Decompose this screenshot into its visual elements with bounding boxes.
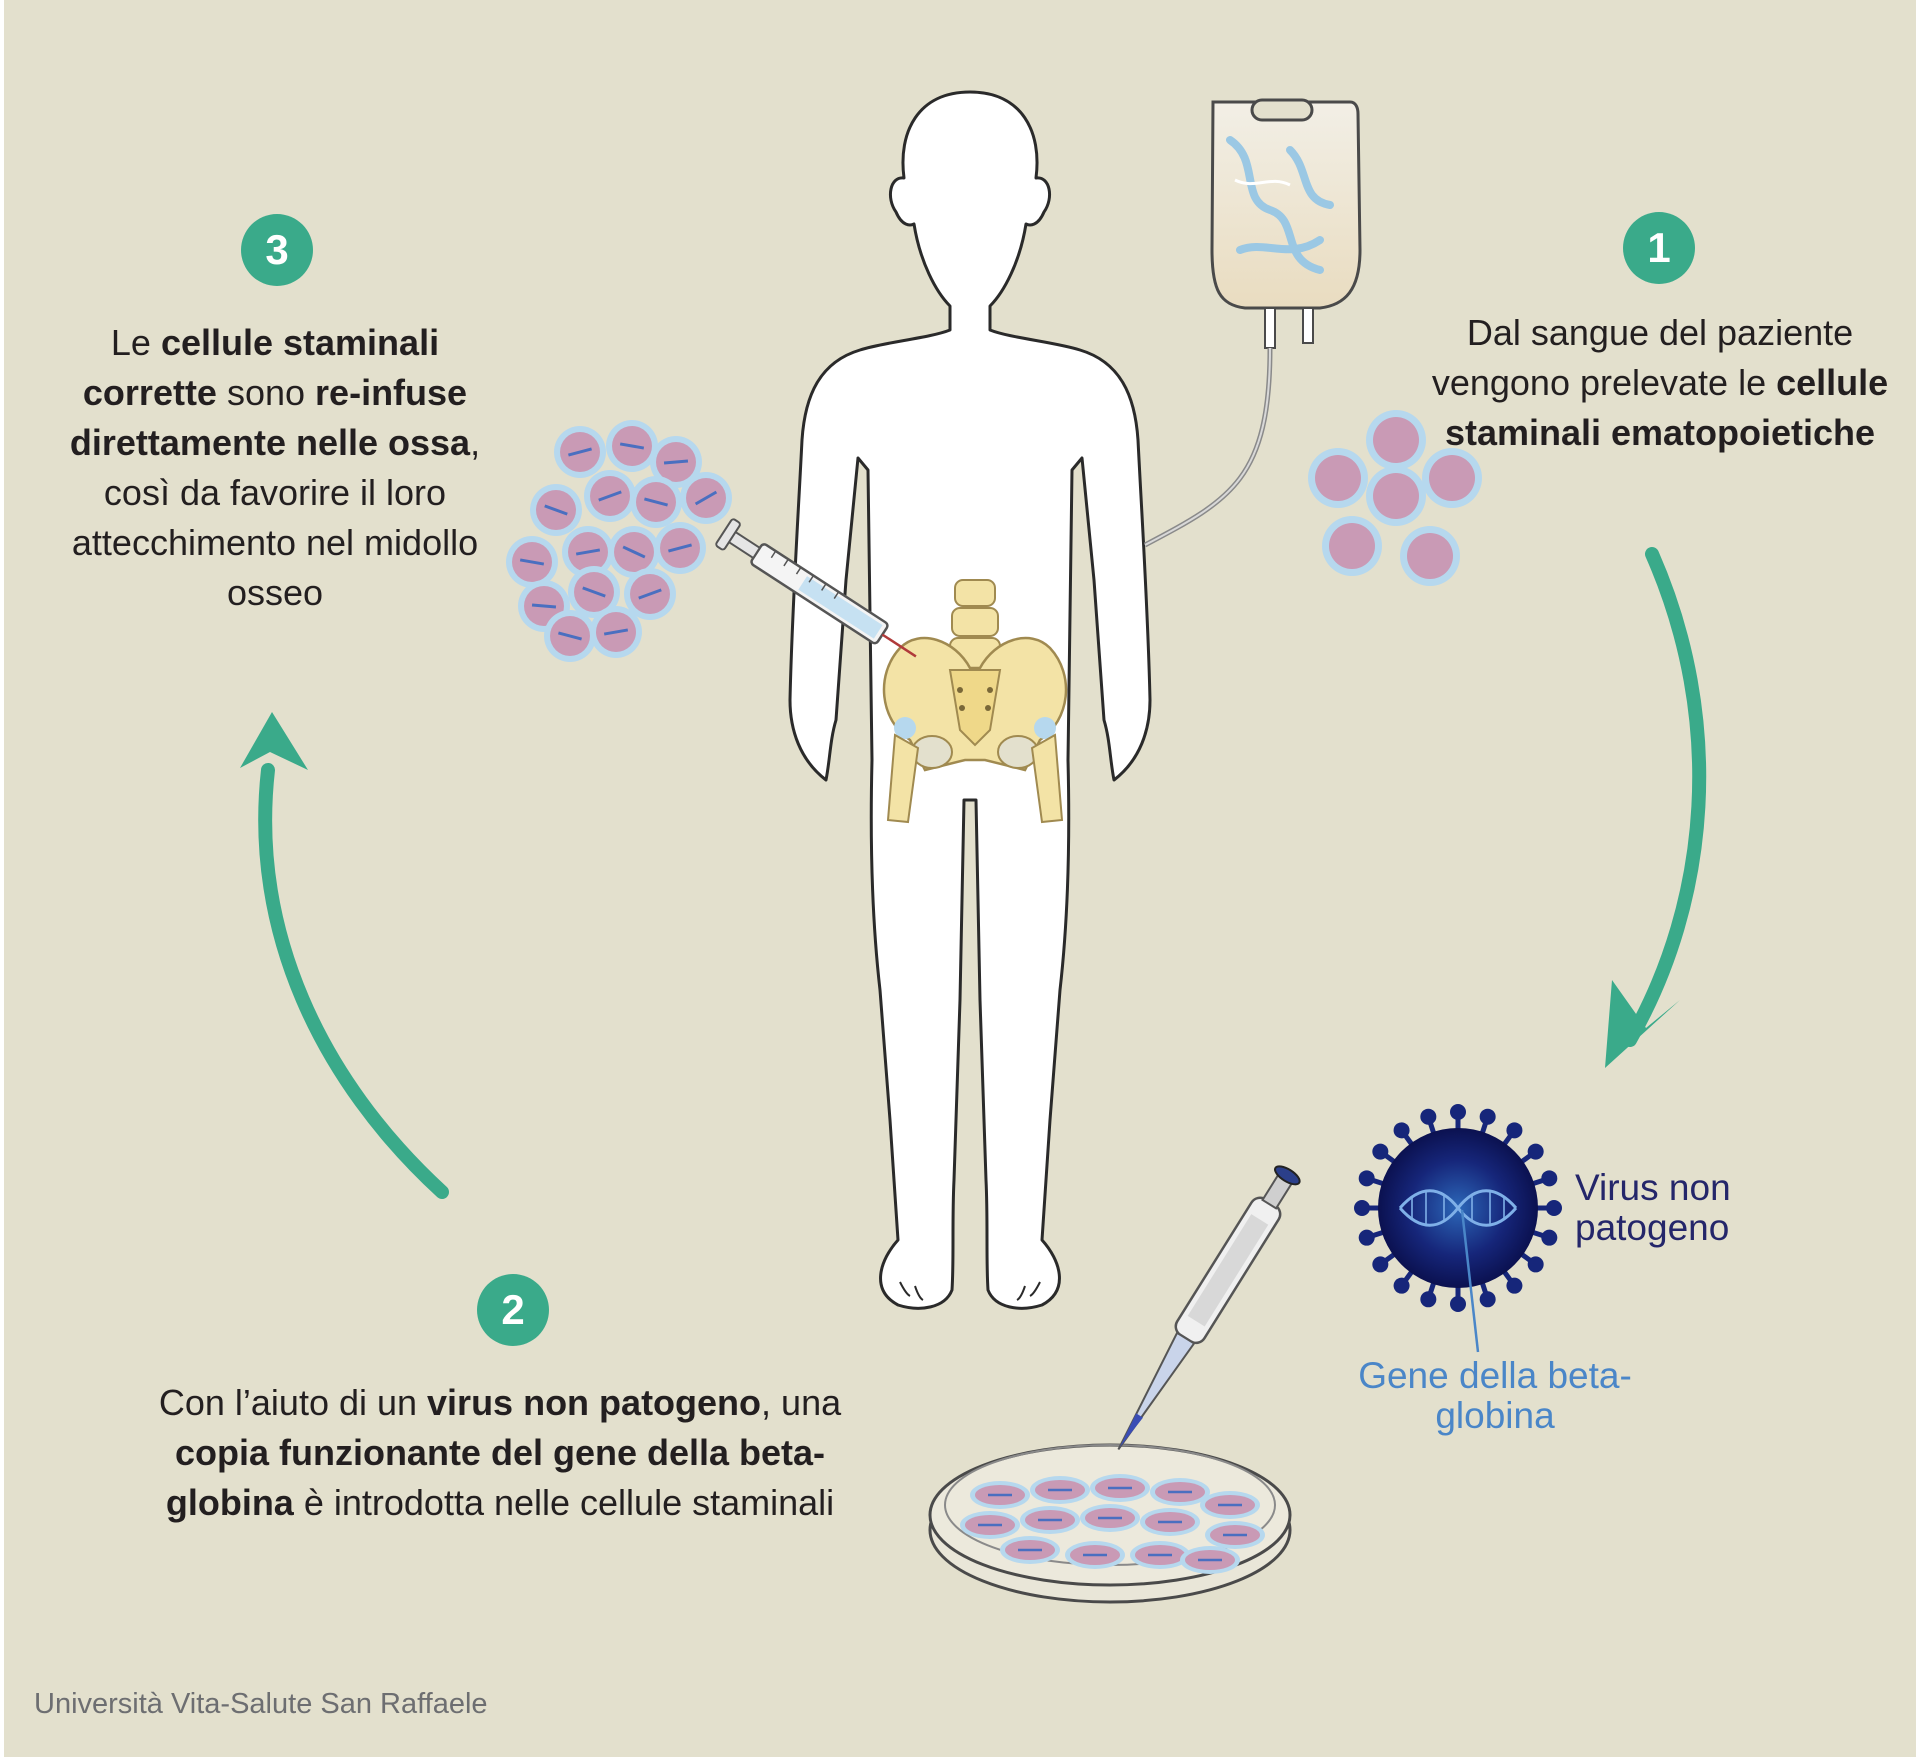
stem-cell-icon (1200, 1491, 1260, 1519)
credit-text: Università Vita-Salute San Raffaele (34, 1688, 488, 1720)
stem-cell-icon (1130, 1541, 1190, 1569)
stem-cell-icon (1366, 466, 1426, 526)
caption-segment: è introdotta nelle cellule staminali (293, 1482, 835, 1523)
caption-segment: re-infuse direttamente nelle ossa (69, 372, 471, 463)
frame-left-border (0, 0, 4, 1757)
gene-label: Gene della beta-globina (1358, 1355, 1632, 1436)
stem-cell-icon (562, 526, 614, 578)
stem-cell-icon (654, 522, 706, 574)
stem-cell-icon (1400, 526, 1460, 586)
dish-cells (960, 1474, 1265, 1574)
stem-cell-icon (1180, 1546, 1240, 1574)
stem-cell-icon (584, 470, 636, 522)
caption-segment: sono (216, 372, 316, 413)
stem-cell-icon (1308, 448, 1368, 508)
step-1-badge: 1 (1623, 212, 1695, 284)
frame-right-border (1916, 0, 1920, 1757)
stem-cell-icon (606, 420, 658, 472)
virus-icon (1354, 1104, 1562, 1353)
stem-cell-icon (624, 568, 676, 620)
stem-cell-icon (1366, 410, 1426, 470)
stem-cell-icon (506, 536, 558, 588)
stem-cell-icon (1140, 1508, 1200, 1536)
caption-segment: Dal sangue del paziente vengono prelevat… (1431, 312, 1854, 403)
pipette-icon (1117, 1165, 1301, 1451)
virus-label: Virus non patogeno (1575, 1167, 1731, 1248)
cycle-arrow-icon (240, 712, 449, 1199)
stem-cell-icon (1422, 448, 1482, 508)
iv-blood-bag-icon (1143, 98, 1362, 548)
caption-segment: Con l’aiuto di un (158, 1382, 428, 1423)
stem-cell-icon (590, 606, 642, 658)
stem-cell-icon (970, 1481, 1030, 1509)
caption-segment: cellule staminali ematopoietiche (1444, 362, 1889, 453)
cycle-arrow-icon (1605, 547, 1707, 1068)
caption-segment: virus non patogeno (427, 1382, 762, 1423)
stem-cell-icon (1150, 1478, 1210, 1506)
step-3-caption: Le cellule staminali corrette sono re-in… (40, 318, 510, 618)
caption-segment: cellule staminali corrette (82, 322, 440, 413)
stem-cell-cluster-step-3 (506, 420, 732, 662)
caption-segment: , così da favorire il loro attecchimento… (71, 422, 481, 613)
step-2-badge: 2 (477, 1274, 549, 1346)
stem-cell-icon (1065, 1541, 1125, 1569)
stem-cell-icon (650, 436, 702, 488)
stem-cell-icon (544, 610, 596, 662)
stem-cell-icon (960, 1511, 1020, 1539)
step-1-caption: Dal sangue del paziente vengono prelevat… (1430, 308, 1890, 458)
step-3-badge: 3 (241, 214, 313, 286)
stem-cell-icon (1080, 1504, 1140, 1532)
stem-cell-icon (680, 472, 732, 524)
stem-cell-icon (608, 526, 660, 578)
stem-cell-icon (530, 484, 582, 536)
step-2-caption: Con l’aiuto di un virus non patogeno, un… (150, 1378, 850, 1528)
dna-icon (1398, 1189, 1518, 1227)
stem-cell-icon (1030, 1476, 1090, 1504)
stem-cell-icon (1000, 1536, 1060, 1564)
stem-cell-cluster-step-1 (1308, 410, 1482, 586)
stem-cell-icon (630, 476, 682, 528)
stem-cell-icon (1205, 1521, 1265, 1549)
stem-cell-icon (1322, 516, 1382, 576)
caption-segment: Le (110, 322, 161, 363)
stem-cell-icon (568, 566, 620, 618)
stem-cell-icon (1020, 1506, 1080, 1534)
petri-dish-icon (928, 1443, 1292, 1604)
stem-cell-icon (554, 426, 606, 478)
syringe-icon (715, 518, 917, 658)
caption-segment: copia funzionante del gene della beta-gl… (165, 1432, 826, 1523)
pelvis-bone-icon (882, 579, 1068, 824)
caption-segment: , una (761, 1382, 842, 1423)
stem-cell-icon (1090, 1474, 1150, 1502)
